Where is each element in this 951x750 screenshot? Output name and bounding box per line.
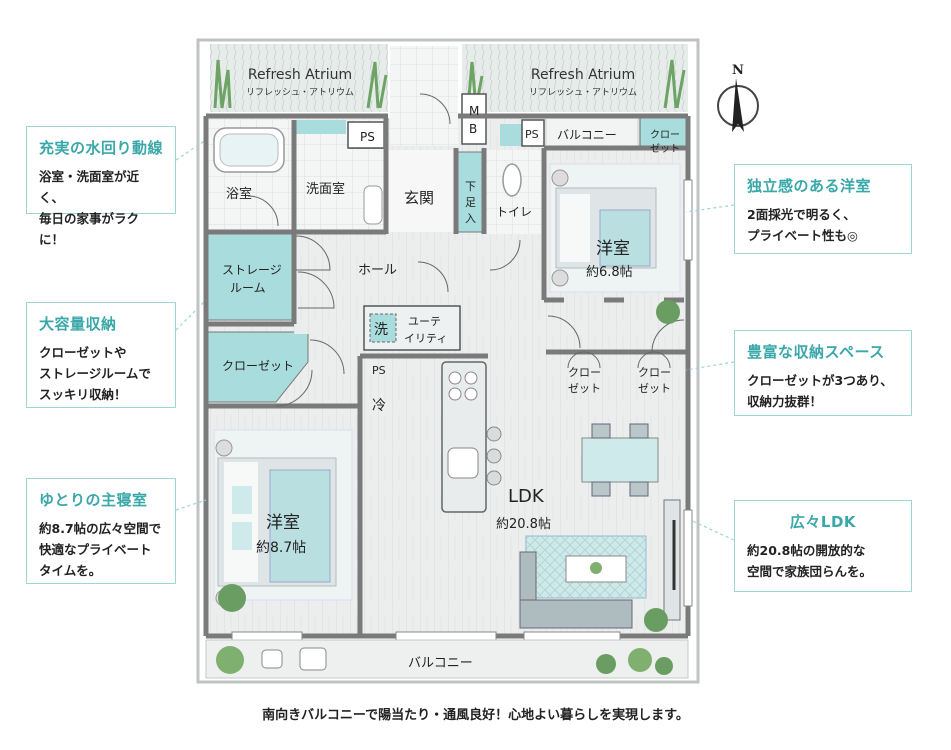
atrium-left-sub: リフレッシュ・アトリウム [246, 87, 354, 98]
bottom-caption: 南向きバルコニーで陽当たり・通風良好！心地よい暮らしを実現します。 [262, 708, 689, 723]
svg-text:B: B [469, 122, 477, 136]
svg-text:下: 下 [465, 180, 476, 193]
compass: N [717, 63, 759, 132]
callout-ldk: 広々LDK 約20.8帖の開放的な 空間で家族団らんを。 [734, 500, 912, 592]
callout-water-body: 浴室・洗面室が近く、 毎日の家事がラクに！ [39, 169, 140, 247]
svg-text:約6.8帖: 約6.8帖 [586, 265, 633, 280]
callout-closets-title: 豊富な収納スペース [747, 343, 885, 361]
callout-storage-body: クローゼットや ストレージルームで スッキリ収納！ [39, 345, 151, 402]
label-balcony-bottom: バルコニー [408, 656, 473, 671]
label-balcony-top: バルコニー [557, 128, 617, 142]
callout-master-title: ゆとりの主寝室 [39, 491, 148, 509]
atrium-right-sub: リフレッシュ・アトリウム [529, 87, 637, 98]
atrium-left-area [210, 44, 388, 112]
shoe-storage [457, 151, 483, 233]
label-western-left: 洋室 [266, 513, 300, 533]
callout-western: 独立感のある洋室 2面採光で明るく、 プライベート性も◎ [734, 164, 912, 254]
svg-text:ユーテ: ユーテ [408, 315, 441, 328]
sofa-bottom [519, 599, 633, 629]
callout-storage-title: 大容量収納 [39, 315, 117, 333]
leader-lines [175, 139, 735, 541]
svg-text:PS: PS [525, 128, 539, 141]
svg-text:ストレージ: ストレージ [222, 263, 282, 277]
callout-water: 充実の水回り動線 浴室・洗面室が近く、 毎日の家事がラクに！ [26, 126, 176, 247]
atrium-right-area [462, 44, 688, 112]
svg-text:ルーム: ルーム [230, 281, 266, 295]
balcony-furniture [216, 646, 673, 675]
callout-western-title: 独立感のある洋室 [747, 177, 872, 195]
callout-master: ゆとりの主寝室 約8.7帖の広々空間で 快適なプライベート タイムを。 [26, 478, 176, 584]
svg-text:クロー: クロー [638, 366, 671, 379]
label-bath: 浴室 [226, 186, 252, 202]
doors [247, 93, 685, 407]
svg-text:洗: 洗 [374, 322, 388, 338]
atrium-left-title: Refresh Atrium [248, 67, 352, 83]
entrance-area [388, 150, 456, 232]
label-closet-left: クローゼット [222, 359, 294, 373]
mb-shaft [461, 93, 487, 145]
callout-closets: 豊富な収納スペース クローゼットが3つあり、 収納力抜群！ [734, 330, 912, 416]
svg-text:約20.8帖: 約20.8帖 [496, 517, 551, 532]
label-washroom: 洗面室 [306, 181, 345, 197]
svg-text:クロー: クロー [650, 129, 680, 141]
svg-text:ゼット: ゼット [568, 382, 601, 395]
storage-room [207, 231, 295, 321]
callout-western-body: 2面採光で明るく、 プライベート性も◎ [747, 207, 858, 243]
label-toilet: トイレ [496, 205, 532, 219]
svg-text:M: M [469, 104, 479, 118]
svg-text:PS: PS [372, 364, 386, 377]
svg-text:足: 足 [465, 196, 476, 209]
svg-text:ゼット: ゼット [638, 382, 671, 395]
walls [203, 113, 691, 639]
callout-ldk-title: 広々LDK [789, 513, 857, 531]
callout-closets-body: クローゼットが3つあり、 収納力抜群！ [747, 373, 893, 409]
callout-storage: 大容量収納 クローゼットや ストレージルームで スッキリ収納！ [26, 302, 176, 408]
room-labels: 浴室 洗面室 玄関 下 足 入 トイレ PS PS PS M B バルコニー ク… [222, 104, 680, 671]
dining-table [581, 437, 659, 483]
tv-board [663, 499, 681, 621]
atrium-right-title: Refresh Atrium [531, 67, 635, 83]
svg-text:ゼット: ゼット [650, 143, 680, 155]
label-entrance: 玄関 [404, 189, 434, 207]
callout-master-body: 約8.7帖の広々空間で 快適なプライベート タイムを。 [39, 521, 162, 578]
label-ldk: LDK [508, 486, 545, 507]
plants [218, 300, 680, 632]
svg-text:PS: PS [360, 130, 375, 144]
svg-text:約8.7帖: 約8.7帖 [256, 540, 306, 556]
svg-text:入: 入 [465, 212, 476, 225]
svg-text:イリティ: イリティ [404, 332, 447, 345]
svg-text:クロー: クロー [568, 366, 601, 379]
svg-text:冷: 冷 [372, 398, 386, 414]
outer-frame [196, 38, 700, 684]
label-western-right: 洋室 [596, 239, 630, 259]
callout-water-title: 充実の水回り動線 [39, 139, 164, 157]
compass-label: N [732, 63, 744, 78]
label-hall: ホール [358, 263, 397, 278]
callout-ldk-body: 約20.8帖の開放的な 空間で家族団らんを。 [747, 543, 873, 579]
